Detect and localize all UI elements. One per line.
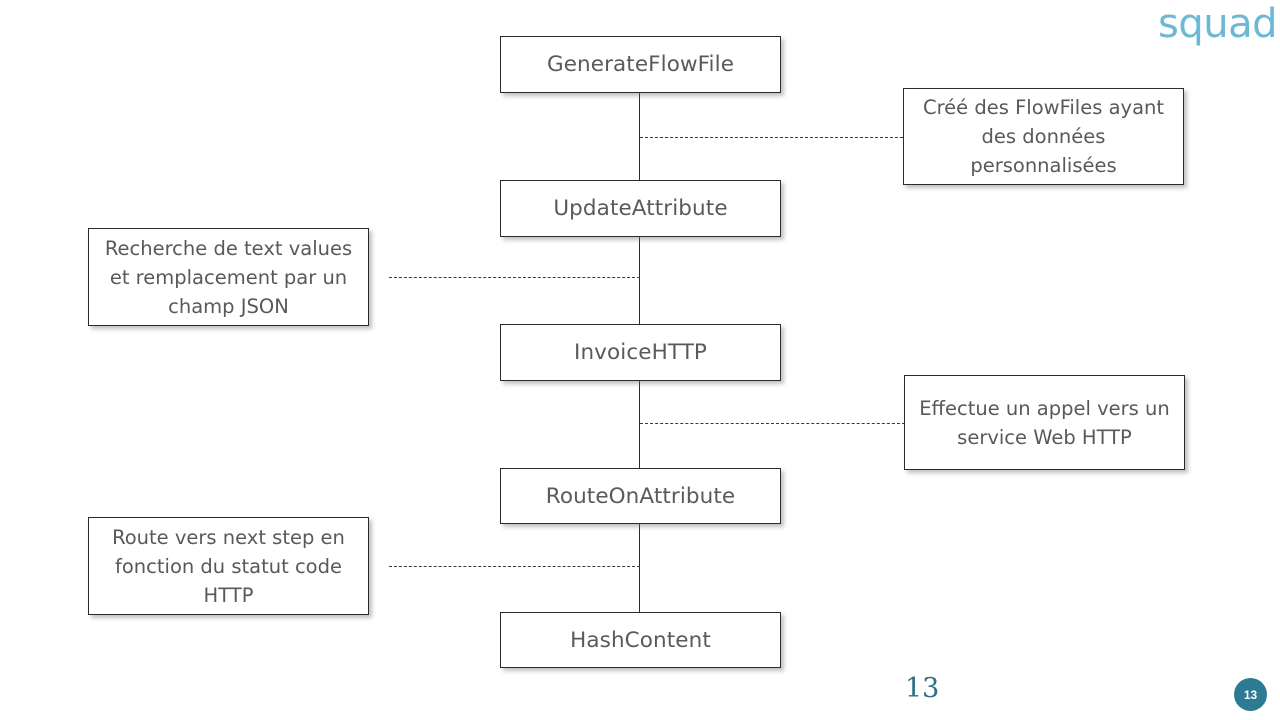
leader-line-invoicehttp <box>640 423 905 424</box>
connector-trunk-1 <box>639 93 641 180</box>
note-box-routeonattribute[interactable]: Route vers next step en fonction du stat… <box>88 517 369 615</box>
squad-logo: squad <box>1158 1 1277 47</box>
leader-line-routeonattribute <box>389 566 640 567</box>
note-text: Recherche de text values et remplacement… <box>104 236 353 318</box>
leader-line-generateflowfile <box>640 137 903 138</box>
process-box-invoicehttp[interactable]: InvoiceHTTP <box>500 324 781 381</box>
note-box-updateattribute[interactable]: Recherche de text values et remplacement… <box>88 228 369 326</box>
connector-trunk-3 <box>639 381 641 468</box>
page-number: 13 <box>905 673 940 704</box>
process-label: RouteOnAttribute <box>545 483 736 509</box>
page-number-badge: 13 <box>1234 678 1267 711</box>
connector-trunk-2 <box>639 237 641 324</box>
process-box-updateattribute[interactable]: UpdateAttribute <box>500 180 781 237</box>
note-box-invoicehttp[interactable]: Effectue un appel vers un service Web HT… <box>904 375 1185 470</box>
note-text: Créé des FlowFiles ayant des données per… <box>922 96 1165 177</box>
process-box-routeonattribute[interactable]: RouteOnAttribute <box>500 468 781 524</box>
process-label: GenerateFlowFile <box>546 52 735 77</box>
leader-line-updateattribute <box>389 277 640 278</box>
note-text: Route vers next step en fonction du stat… <box>112 525 345 607</box>
note-box-generateflowfile[interactable]: Créé des FlowFiles ayant des données per… <box>903 88 1184 185</box>
connector-trunk-4 <box>639 524 641 612</box>
process-box-generateflowfile[interactable]: GenerateFlowFile <box>500 36 781 93</box>
note-text: Effectue un appel vers un service Web HT… <box>919 396 1170 449</box>
process-label: InvoiceHTTP <box>574 340 707 365</box>
process-label: UpdateAttribute <box>553 196 728 221</box>
process-label: HashContent <box>570 627 711 653</box>
process-box-hashcontent[interactable]: HashContent <box>500 612 781 668</box>
